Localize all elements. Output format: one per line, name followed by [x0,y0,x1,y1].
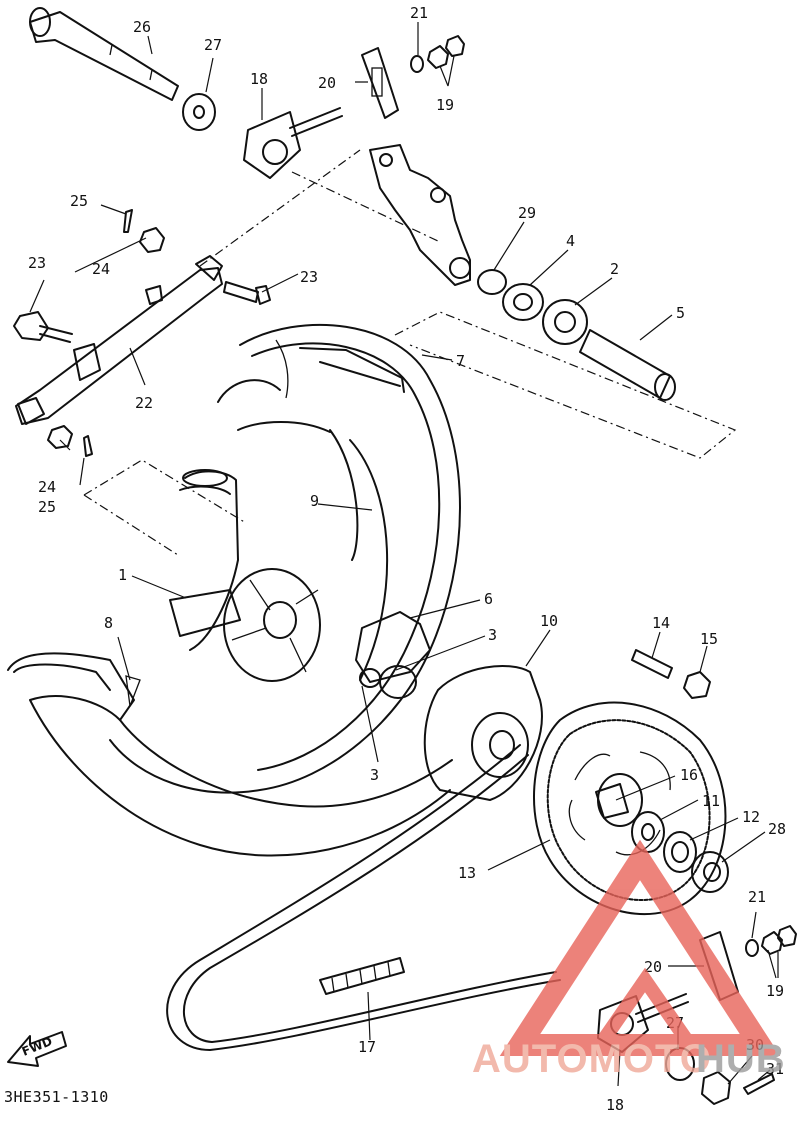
caliper-bracket-part [369,144,471,286]
callout-10: 10 [540,612,558,630]
callout-3: 3 [370,766,379,784]
callout-23: 23 [28,254,46,272]
callout-7: 7 [456,352,465,370]
callout-19: 19 [766,982,784,1000]
callout-16: 16 [680,766,698,784]
callout-25: 25 [38,498,56,516]
callout-21: 21 [748,888,766,906]
callout-17: 17 [358,1038,376,1056]
callout-22: 22 [135,394,153,412]
callout-1: 1 [118,566,127,584]
callout-5: 5 [676,304,685,322]
callout-29: 29 [518,204,536,222]
fwd-arrow-icon: FWD [7,1031,67,1067]
callout-4: 4 [566,232,575,250]
callout-20: 20 [644,958,662,976]
torque-arm-part [15,255,223,425]
watermark-text-suffix: HUB [696,1037,786,1081]
callout-14: 14 [652,614,670,632]
callout-18: 18 [250,70,268,88]
callout-6: 6 [484,590,493,608]
lower-fasteners [47,425,93,457]
fwd-label: FWD [20,1034,54,1059]
callout-24: 24 [38,478,56,496]
callout-labels: 26 27 21 20 18 19 25 29 4 23 24 23 2 5 7… [28,4,786,1114]
callout-20: 20 [318,74,336,92]
adjuster-plate-part [361,47,399,119]
callout-27: 27 [204,36,222,54]
rear-wheel-part [7,323,461,857]
callout-25: 25 [70,192,88,210]
sprocket-hub-part [423,665,543,801]
leader-lines [29,22,779,1087]
callout-19: 19 [436,96,454,114]
callout-2: 2 [610,260,619,278]
callout-23: 23 [300,268,318,286]
diagram-code: 3HE351-1310 [4,1088,109,1106]
callout-13: 13 [458,864,476,882]
callout-9: 9 [310,492,319,510]
callout-31: 31 [766,1060,784,1078]
callout-24: 24 [92,260,110,278]
callout-8: 8 [104,614,113,632]
axle-part [29,7,179,101]
watermark-text-prefix: AUTOMOTO [472,1037,712,1081]
washer-part [182,93,216,131]
callout-26: 26 [133,18,151,36]
hub-bearings [477,269,676,401]
callout-18: 18 [606,1096,624,1114]
upper-fasteners [13,209,271,343]
callout-21: 21 [410,4,428,22]
callout-15: 15 [700,630,718,648]
nuts-part [410,35,465,73]
chain-puller-part [243,107,343,179]
callout-3: 3 [488,626,497,644]
callout-11: 11 [702,792,720,810]
drive-chain-part [166,744,561,1051]
small-hub-parts [595,649,729,893]
callout-28: 28 [768,820,786,838]
callout-12: 12 [742,808,760,826]
watermark-triangle-icon [499,839,781,1056]
watermark-logo: AUTOMOTO HUB [472,839,786,1081]
